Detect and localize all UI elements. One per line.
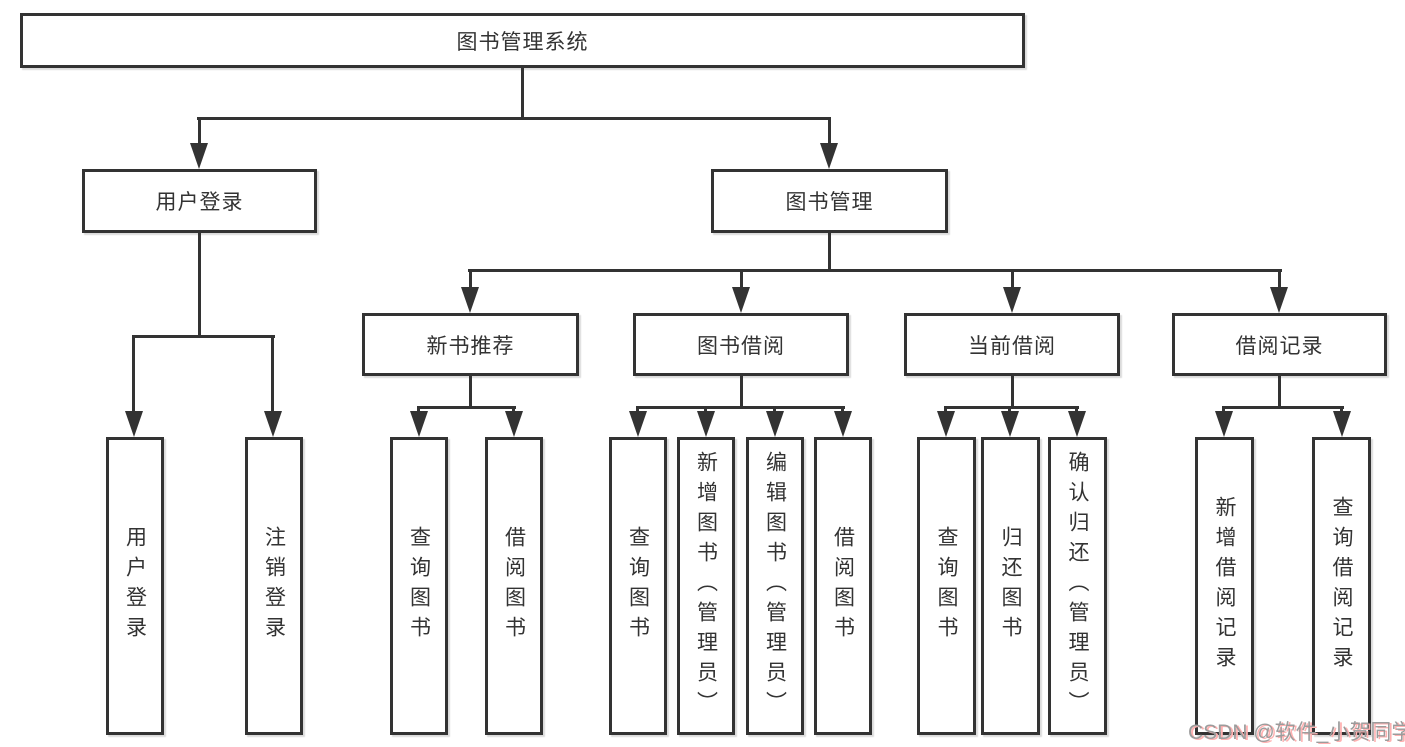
connector-line <box>198 233 201 336</box>
arrow-down-icon <box>834 411 852 437</box>
leaf-borrow-books-recommend: 借阅图书 <box>485 437 543 735</box>
node-book-borrowing: 图书借阅 <box>633 313 849 376</box>
arrow-down-icon <box>1003 287 1021 313</box>
connector-line <box>1340 406 1343 413</box>
leaf-query-books-current: 查询图书 <box>917 437 976 735</box>
connector-line <box>944 406 1079 409</box>
node-label: 当前借阅 <box>968 334 1056 358</box>
leaf-label: 查询图书 <box>626 526 650 646</box>
connector-line <box>1075 406 1078 413</box>
arrow-down-icon <box>766 411 784 437</box>
connector-line <box>740 376 743 408</box>
node-label: 借阅记录 <box>1235 334 1324 358</box>
connector-line <box>636 406 639 413</box>
leaf-label: 编辑图书（管理员） <box>763 451 787 721</box>
node-user-login: 用户登录 <box>82 169 317 233</box>
leaf-label: 注销登录 <box>262 526 286 646</box>
leaf-return-books: 归还图书 <box>981 437 1040 735</box>
leaf-logout: 注销登录 <box>245 437 303 735</box>
connector-line <box>828 117 831 145</box>
connector-line <box>773 406 776 413</box>
arrow-down-icon <box>1270 287 1288 313</box>
leaf-label: 新增图书（管理员） <box>694 451 718 721</box>
csdn-watermark: CSDN @软件_小贺同学 <box>1188 721 1405 744</box>
arrow-down-icon <box>505 411 523 437</box>
node-current-borrowing: 当前借阅 <box>904 313 1120 376</box>
leaf-edit-book-admin: 编辑图书（管理员） <box>746 437 804 735</box>
node-label: 图书借阅 <box>697 334 785 358</box>
leaf-label: 归还图书 <box>999 526 1022 646</box>
connector-line <box>1011 269 1014 289</box>
arrow-down-icon <box>190 143 208 169</box>
arrow-down-icon <box>1333 411 1351 437</box>
connector-line <box>1222 406 1225 413</box>
leaf-borrow-books: 借阅图书 <box>814 437 872 735</box>
node-book-management: 图书管理 <box>711 169 948 233</box>
leaf-label: 查询图书 <box>407 526 431 646</box>
connector-line <box>197 117 831 120</box>
connector-line <box>417 406 420 413</box>
arrow-down-icon <box>1215 411 1233 437</box>
connector-line <box>841 406 844 413</box>
connector-line <box>740 269 743 289</box>
connector-line <box>1278 376 1281 408</box>
connector-line <box>1008 406 1011 413</box>
arrow-down-icon <box>937 411 955 437</box>
leaf-query-borrow-record: 查询借阅记录 <box>1312 437 1371 735</box>
leaf-user-login: 用户登录 <box>106 437 164 735</box>
leaf-label: 查询图书 <box>935 526 958 646</box>
leaf-label: 用户登录 <box>123 526 147 646</box>
connector-line <box>271 335 274 413</box>
connector-line <box>828 232 831 271</box>
arrow-down-icon <box>410 411 428 437</box>
node-borrow-records: 借阅记录 <box>1172 313 1387 376</box>
connector-line <box>704 406 707 413</box>
connector-line <box>636 406 845 409</box>
connector-line <box>1011 376 1014 408</box>
connector-line <box>1278 269 1281 289</box>
leaf-label: 新增借阅记录 <box>1213 496 1236 676</box>
leaf-query-books-borrow: 查询图书 <box>609 437 667 735</box>
connector-line <box>132 335 275 338</box>
node-label: 图书管理 <box>785 191 874 214</box>
leaf-add-borrow-record: 新增借阅记录 <box>1195 437 1254 735</box>
connector-line <box>468 269 1282 272</box>
arrow-down-icon <box>629 411 647 437</box>
node-new-book-recommend: 新书推荐 <box>362 313 579 376</box>
node-label: 新书推荐 <box>426 334 515 358</box>
leaf-label: 借阅图书 <box>502 526 526 646</box>
connector-line <box>944 406 947 413</box>
node-label: 用户登录 <box>155 191 244 214</box>
arrow-down-icon <box>1001 411 1019 437</box>
arrow-down-icon <box>1068 411 1086 437</box>
arrow-down-icon <box>732 287 750 313</box>
leaf-label: 借阅图书 <box>831 526 855 646</box>
connector-line <box>512 406 515 413</box>
connector-line <box>417 406 516 409</box>
connector-line <box>521 68 524 118</box>
leaf-confirm-return-admin: 确认归还（管理员） <box>1048 437 1107 735</box>
connector-line <box>132 335 135 413</box>
connector-line <box>469 269 472 289</box>
node-library-system-root: 图书管理系统 <box>20 13 1025 68</box>
arrow-down-icon <box>820 143 838 169</box>
root-label: 图书管理系统 <box>456 30 589 54</box>
leaf-label: 确认归还（管理员） <box>1066 451 1089 721</box>
arrow-down-icon <box>264 411 282 437</box>
connector-line <box>198 117 201 145</box>
arrow-down-icon <box>125 411 143 437</box>
leaf-query-books-recommend: 查询图书 <box>390 437 448 735</box>
leaf-add-book-admin: 新增图书（管理员） <box>677 437 735 735</box>
arrow-down-icon <box>461 287 479 313</box>
connector-line <box>469 376 472 408</box>
leaf-label: 查询借阅记录 <box>1330 496 1353 676</box>
connector-line <box>1222 406 1344 409</box>
arrow-down-icon <box>697 411 715 437</box>
